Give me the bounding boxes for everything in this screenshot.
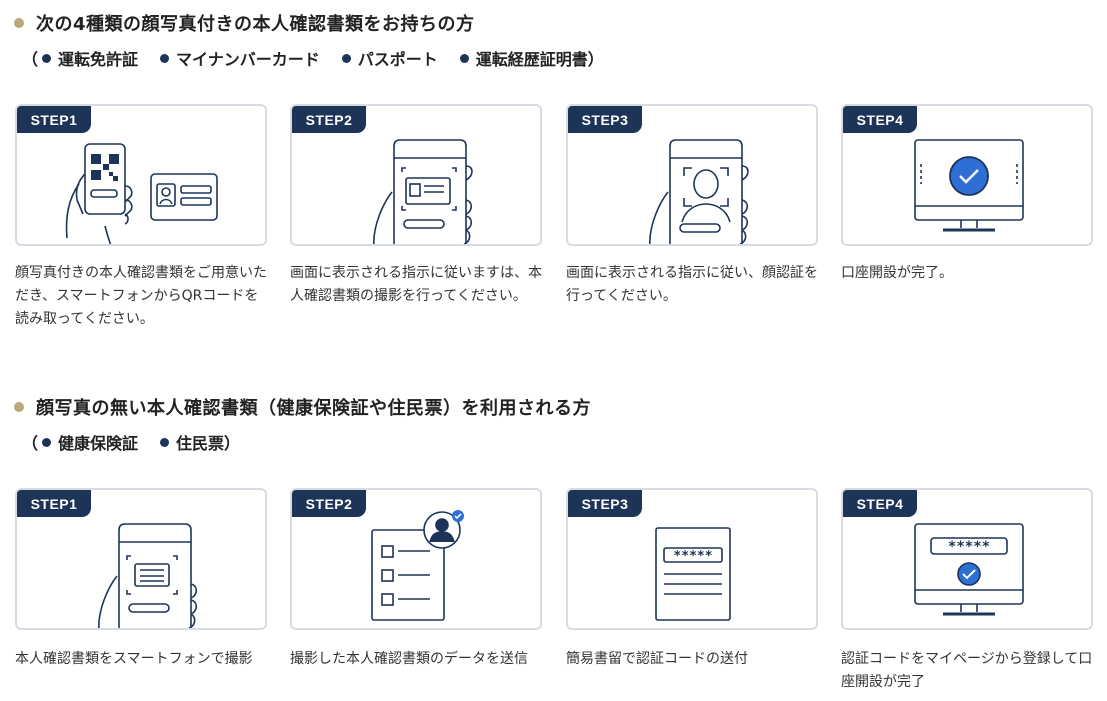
doc-label: 健康保険証 — [58, 434, 139, 453]
step-desc-3: 画面に表示される指示に従い、顔認証を行ってください。 — [566, 265, 818, 304]
doc-item: 住民票） — [160, 430, 240, 454]
doc-item: 健康保険証 — [42, 430, 138, 454]
checklist-with-user-icon — [371, 510, 464, 621]
step-desc-4: 認証コードをマイページから登録して口座開設が完了 — [841, 651, 1093, 690]
step-card-4: STEP4 — [841, 104, 1093, 246]
step-tag: STEP4 — [843, 106, 917, 133]
step-tag: STEP1 — [17, 490, 91, 517]
open-paren: （ — [22, 50, 39, 69]
doc-bullet — [160, 437, 170, 447]
phone-face-recognition-icon — [649, 139, 749, 244]
doc-bullet — [42, 437, 52, 447]
step-tag: STEP2 — [292, 106, 366, 133]
close-paren: ） — [224, 434, 241, 453]
code-mask: ***** — [673, 549, 712, 564]
doc-bullet — [42, 53, 52, 63]
doc-item: パスポート — [341, 46, 438, 70]
step-desc-2: 画面に表示される指示に従いますは、本人確認書類の撮影を行ってください。 — [290, 265, 542, 304]
doc-label: マイナンバーカード — [176, 50, 320, 69]
doc-bullet — [341, 53, 351, 63]
section-title: 顔写真の無い本人確認書類（健康保険証や住民票）を利用される方 — [14, 394, 591, 420]
title-bullet — [14, 18, 24, 28]
doc-item: 運転免許証 — [42, 46, 138, 70]
doc-bullet — [160, 53, 170, 63]
doc-label: 運転経歴証明書 — [475, 50, 588, 69]
step-card-2: STEP2 — [290, 488, 542, 630]
step-card-1: STEP1 — [15, 104, 267, 246]
step-tag: STEP3 — [568, 106, 642, 133]
doc-label: 運転免許証 — [58, 50, 139, 69]
step-tag: STEP1 — [17, 106, 91, 133]
section-no-photo-id: 顔写真の無い本人確認書類（健康保険証や住民票）を利用される方 （ 健康保険証 住… — [0, 380, 1107, 701]
mail-with-code-icon: ***** — [655, 527, 731, 621]
section-title: 次の4種類の顔写真付きの本人確認書類をお持ちの方 — [14, 10, 475, 36]
step-tag: STEP4 — [843, 490, 917, 517]
step-card-4: STEP4 ***** — [841, 488, 1093, 630]
doc-label: 住民票 — [176, 434, 225, 453]
step-card-3: STEP3 — [566, 104, 818, 246]
monitor-code-entry-checkmark-icon: ***** — [914, 523, 1024, 616]
section-title-text: 顔写真の無い本人確認書類（健康保険証や住民票）を利用される方 — [36, 398, 591, 419]
phone-photographing-id-card-icon — [373, 139, 473, 244]
section-title-text: 次の4種類の顔写真付きの本人確認書類をお持ちの方 — [36, 14, 475, 35]
step-card-2: STEP2 — [290, 104, 542, 246]
step-desc-4: 口座開設が完了。 — [841, 265, 953, 281]
doc-item: 運転経歴証明書） — [459, 46, 604, 70]
phone-qr-scan-with-id-card-icon — [65, 143, 218, 244]
code-mask: ***** — [948, 539, 990, 555]
open-paren: （ — [22, 434, 39, 453]
step-desc-2: 撮影した本人確認書類のデータを送信 — [290, 651, 528, 667]
step-desc-1: 顔写真付きの本人確認書類をご用意いただき、スマートフォンからQRコードを読み取っ… — [15, 265, 267, 327]
doc-item: マイナンバーカード — [160, 46, 320, 70]
step-card-1: STEP1 — [15, 488, 267, 630]
step-tag: STEP3 — [568, 490, 642, 517]
title-bullet — [14, 402, 24, 412]
step-desc-3: 簡易書留で認証コードの送付 — [566, 651, 748, 667]
step-tag: STEP2 — [292, 490, 366, 517]
step-card-3: STEP3 ***** — [566, 488, 818, 630]
document-list: （ 運転免許証 マイナンバーカード パスポート 運転経歴証明書） — [22, 46, 604, 70]
doc-label: パスポート — [357, 50, 438, 69]
step-desc-1: 本人確認書類をスマートフォンで撮影 — [15, 651, 253, 667]
phone-photographing-document-icon — [98, 523, 198, 628]
close-paren: ） — [587, 50, 604, 69]
section-photo-id: 次の4種類の顔写真付きの本人確認書類をお持ちの方 （ 運転免許証 マイナンバーカ… — [14, 10, 1093, 327]
document-list: （ 健康保険証 住民票） — [22, 430, 240, 454]
doc-bullet — [459, 53, 469, 63]
monitor-checkmark-icon — [914, 139, 1024, 232]
